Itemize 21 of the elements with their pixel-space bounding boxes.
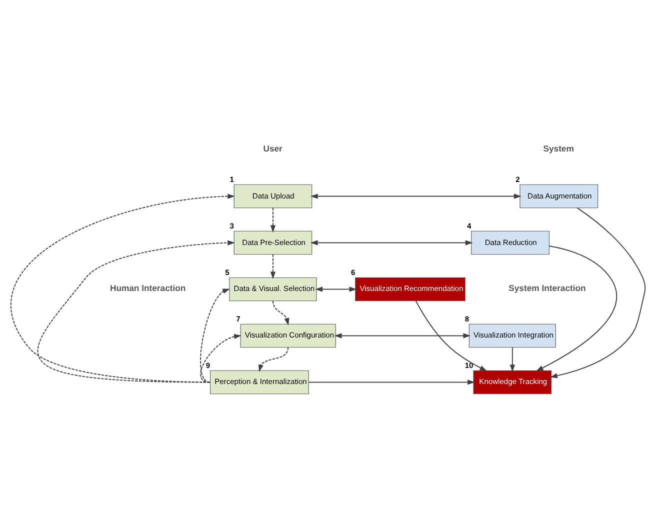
arrow [310,193,522,198]
arrow [270,253,276,279]
arrow [258,346,289,372]
arrow [550,206,646,378]
label: System [543,142,574,153]
arrow [200,333,242,382]
arrow [315,286,357,292]
arrow [310,240,473,245]
arrow [510,346,515,372]
arrow [308,379,475,384]
arrow [536,245,618,371]
arrow [200,288,230,382]
label: Human Interaction [110,282,186,292]
label: User [263,142,282,153]
arrow [272,300,290,326]
arrow [37,240,235,382]
arrow [415,300,488,371]
arrow [270,206,276,232]
arrow [334,332,471,338]
arrow [10,193,235,382]
label: System Interaction [508,282,586,292]
